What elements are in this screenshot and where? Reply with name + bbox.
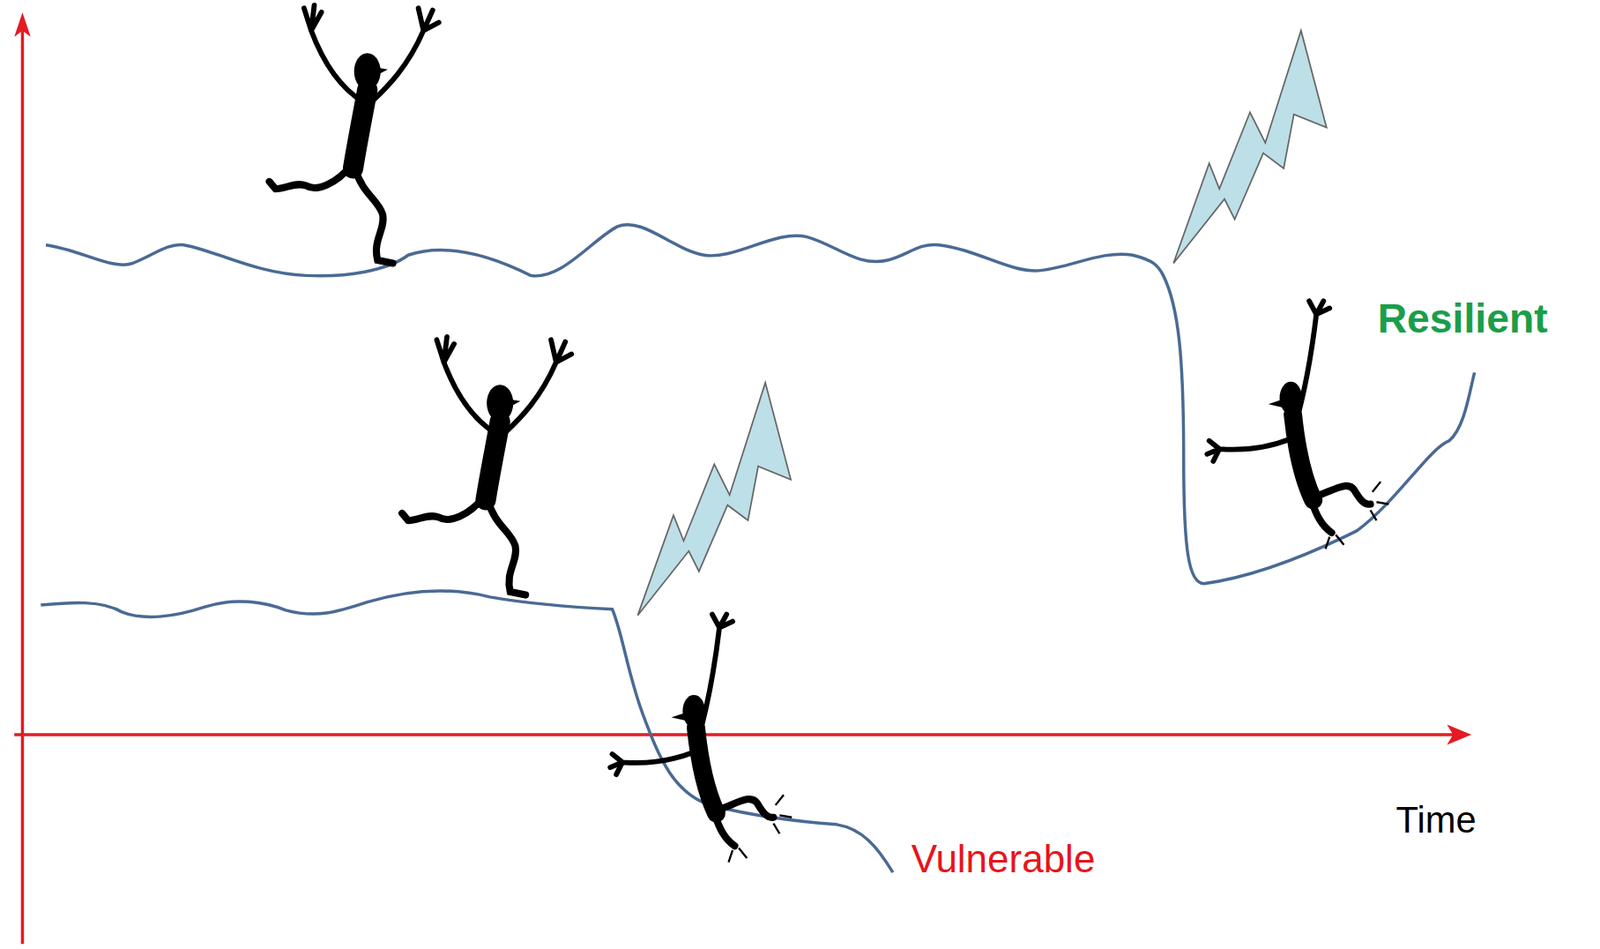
state-label: Vulnerable bbox=[911, 839, 1096, 879]
state-label: Resilient bbox=[1377, 297, 1548, 339]
axis-label: Time bbox=[1396, 801, 1477, 839]
